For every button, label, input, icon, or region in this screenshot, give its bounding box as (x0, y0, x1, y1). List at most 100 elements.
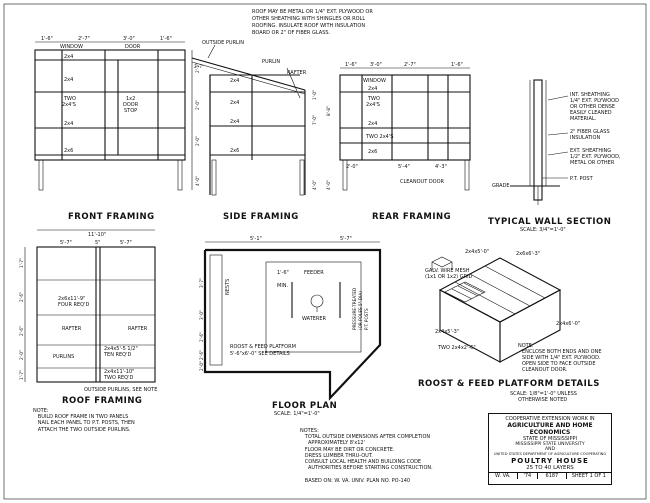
side-label-2x4-b: 2x4 (230, 100, 239, 106)
sheet-border (3, 3, 647, 500)
roost-label-a: 2x4x5'-0" (465, 249, 489, 255)
floor-side-dim-4: 2'-6" (199, 350, 204, 360)
roost-label-d: 2x4x5'-3" (435, 329, 459, 335)
platform-box (265, 261, 362, 353)
side-label-outside-purlin: OUTSIDE PURLIN (202, 40, 244, 46)
general-notes: NOTES: TOTAL OUTSIDE DIMENSIONS AFTER CO… (300, 428, 433, 484)
roof-label-rafter-right: RAFTER (128, 326, 148, 332)
wall-section-title: TYPICAL WALL SECTION (488, 217, 611, 227)
roof-side-dim-5: 1'-7" (19, 370, 24, 380)
tb-cell-4: SHEET 1 OF 1 (571, 473, 606, 479)
front-label-window: WINDOW (60, 44, 83, 50)
floor-side-dim-2: 3'-0" (199, 310, 204, 320)
front-dim-2: 2'-7" (78, 36, 90, 42)
wall-label-insulation: 2" FIBER GLASS INSULATION (570, 129, 611, 141)
roof-framing-note: NOTE: BUILD ROOF FRAME IN TWO PANELS NAI… (33, 408, 135, 433)
roost-title: ROOST & FEED PLATFORM DETAILS (418, 379, 600, 389)
side-label-2x6: 2x6 (230, 148, 239, 154)
rear-label-window: WINDOW (363, 78, 386, 84)
floor-label-waterer: WATERER (302, 316, 327, 322)
rear-side-dim-1: 8'-8" (326, 106, 331, 116)
roof-side-dim-3: 2'-6" (19, 326, 24, 336)
tb-subtitle: 25 TO 40 LAYERS (526, 465, 574, 471)
floor-dim-top-2: 5'-7" (340, 236, 352, 242)
tb-line5: AND (545, 447, 555, 452)
side-framing: OUTSIDE PURLIN PURLIN RAFTER 2x4 2x4 2x4… (191, 40, 317, 222)
rear-label-2x4-a: 2x4 (368, 86, 377, 92)
tb-line2: AGRICULTURE AND HOME ECONOMICS (507, 422, 593, 436)
rear-dim-bottom-2: 5'-4" (398, 164, 410, 170)
front-dim-1: 1'-6" (41, 36, 53, 42)
roof-dim-total: 11'-10" (88, 232, 106, 238)
wall-section: INT. SHEATHING 1/4" EXT. PLYWOOD OR OTHE… (488, 79, 622, 233)
roof-label-rafter-left: RAFTER (62, 326, 82, 332)
front-dim-3: 3'-0" (123, 36, 135, 42)
rear-label-cleanout: CLEANOUT DOOR (400, 179, 445, 185)
tb-cell-3: 6187 (538, 473, 567, 479)
floor-label-posts: P.T. POSTS(OR POLES 5" DIA)PRESSURE-TREA… (352, 288, 369, 330)
roof-dim-2: 5" (95, 240, 100, 246)
front-label-door: DOOR (125, 44, 141, 50)
wall-label-int-sheathing: INT. SHEATHING 1/4" EXT. PLYWOOD OR OTHE… (570, 92, 621, 122)
roof-side-dim-4: 2'-0" (19, 350, 24, 360)
side-label-rafter: RAFTER (287, 70, 307, 76)
nests-box (209, 254, 223, 366)
roof-framing-title: ROOF FRAMING (62, 396, 142, 406)
side-label-purlin: PURLIN (262, 59, 280, 65)
front-side-dim-3: 2'-0" (195, 136, 200, 146)
roof-dim-3: 5'-7" (120, 240, 132, 246)
front-label-2x4-mid: 2x4 (64, 77, 73, 83)
front-label-2x4-top: 2x4 (64, 54, 73, 60)
side-dim-4: 4'-0" (312, 180, 317, 190)
roost-label-e: TWO 2x4x2'-6" (437, 345, 476, 351)
wall-label-ext-sheathing: EXT. SHEATHING 1/2" EXT. PLYWOOD, METAL … (570, 148, 622, 166)
floor-plan: NESTS FEEDER 1'-6" MIN. WATERER ROOST & … (199, 236, 382, 417)
tb-line1: COOPERATIVE EXTENSION WORK IN (505, 416, 595, 422)
tb-project: POULTRY HOUSE (511, 457, 589, 465)
wall-label-grade: GRADE (492, 183, 510, 189)
rear-dim-bottom-3: 4'-3" (435, 164, 447, 170)
front-side-dim-1: 2'-1" (195, 63, 200, 73)
rear-dim-4: 1'-6" (451, 62, 463, 68)
floor-plan-title: FLOOR PLAN (272, 401, 337, 411)
rear-label-2x6: 2x6 (368, 149, 377, 155)
side-label-2x4-c: 2x4 (230, 119, 239, 125)
floor-label-feeder-dim: 1'-6" (277, 270, 289, 276)
roost-label-mesh: GALV. WIRE MESH(1x1 OR 1x2) GRID (425, 268, 473, 280)
rear-dim-1: 1'-6" (345, 62, 357, 68)
floor-dim-top-1: 5'-1" (250, 236, 262, 242)
tb-cell-2: '74 (518, 473, 539, 479)
front-side-dim-4: 4'-0" (195, 176, 200, 186)
roof-dim-1: 5'-7" (60, 240, 72, 246)
roost-platform: 2x4x5'-0" 2x6x6'-3" GALV. WIRE MESH(1x1 … (418, 249, 603, 403)
roof-label-joists: 2x6x11'-9"FOUR REQ'D (58, 296, 89, 308)
roof-label-outside-purlins: OUTSIDE PURLINS, SEE NOTE (84, 387, 157, 393)
front-dim-4: 1'-6" (160, 36, 172, 42)
front-framing-title: FRONT FRAMING (68, 212, 155, 222)
roof-framing: 11'-10" 5'-7" 5" 5'-7" 2x6x11'-9"FOUR RE… (19, 229, 157, 406)
tb-line3: STATE OF MISSISSIPPI (522, 436, 577, 442)
side-dim-1: 2'-7" (194, 64, 204, 69)
rear-side-dim-2: 4'-0" (326, 180, 331, 190)
tb-cells: W. VA. '74 6187 SHEET 1 OF 1 (489, 472, 611, 479)
tb-line4: MISSISSIPPI STATE UNIVERSITY (515, 442, 585, 447)
roof-label-two: 2x4x11'-10"TWO REQ'D (103, 369, 134, 381)
roof-note: ROOF MAY BE METAL OR 1/4" EXT. PLYWOOD O… (252, 9, 374, 36)
front-label-2x6: 2x6 (64, 148, 73, 154)
small-platform-sketch (431, 256, 453, 270)
rear-dim-2: 3'-0" (370, 62, 382, 68)
roost-note: NOTE: ENCLOSE BOTH ENDS AND ONE SIDE WIT… (518, 343, 603, 373)
side-framing-title: SIDE FRAMING (223, 212, 299, 222)
rear-label-2x4-b: 2x4 (368, 121, 377, 127)
tb-line6: UNITED STATES DEPARTMENT OF AGRICULTURE … (493, 452, 607, 456)
front-framing: 1'-6" 2'-7" 3'-0" 1'-6" WINDOW DOOR 2x4 … (34, 36, 200, 222)
floor-plan-scale: SCALE: 1/4"=1'-0" (274, 411, 320, 417)
side-dim-2: 7'-0" (312, 115, 317, 125)
floor-side-dim-5: 2'-0" (199, 361, 204, 371)
rear-label-two-2x4s-b: TWO 2x4'S (365, 134, 393, 140)
